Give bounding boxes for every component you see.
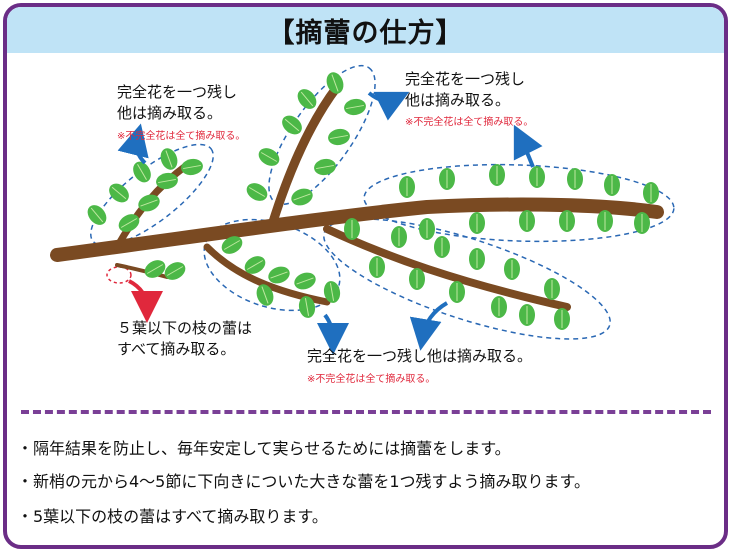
group-outline-top-center <box>268 64 376 206</box>
branch-illustration <box>50 64 675 355</box>
leaves-small-branch <box>140 256 190 284</box>
label-top-left-line2: 他は摘み取る。 <box>117 104 223 122</box>
group-outline-top-left <box>90 143 214 247</box>
label-bottom-left-line1: ５葉以下の枝の蕾は <box>117 319 253 337</box>
diagram-frame: 【摘蕾の仕方】 <box>3 3 728 549</box>
bullet-item-3: ・5葉以下の枝の蕾はすべて摘み取ります。 <box>17 507 328 526</box>
label-top-right-line2: 他は摘み取る。 <box>405 91 511 109</box>
section-divider <box>21 410 711 414</box>
arrow-bottom-middle <box>316 313 349 355</box>
leaves-lower-middle <box>217 232 343 320</box>
label-bottom-right: 完全花を一つ残し他は摘み取る。 <box>307 347 533 365</box>
arrow-bottom-right <box>409 301 449 351</box>
note-bottom-right: ※不完全花は全て摘み取る。 <box>307 374 436 385</box>
group-outline-small-bud <box>106 266 132 284</box>
label-bottom-left-line2: すべて摘み取る。 <box>117 340 236 358</box>
bullet-item-2: ・新梢の元から4～5節に下向きについた大きな蕾を1つ残すよう摘み取ります。 <box>17 472 590 491</box>
note-top-left: ※不完全花は全て摘み取る。 <box>117 131 246 142</box>
arrow-top-left <box>117 123 149 165</box>
arrow-small-bud <box>128 279 163 323</box>
page-title: 【摘蕾の仕方】 <box>267 18 464 49</box>
arrow-top-center <box>367 91 410 121</box>
label-top-left-line1: 完全花を一つ残し <box>117 83 238 101</box>
group-outline-right <box>363 163 675 243</box>
label-top-right-line1: 完全花を一つ残し <box>405 70 526 88</box>
arrow-top-right <box>513 124 543 168</box>
bullet-item-1: ・隔年結果を防止し、毎年安定して実らせるためには摘蕾をします。 <box>17 439 511 458</box>
title-banner: 【摘蕾の仕方】 <box>7 7 724 53</box>
group-outline-lower-right <box>323 218 611 340</box>
note-top-right: ※不完全花は全て摘み取る。 <box>405 117 534 128</box>
